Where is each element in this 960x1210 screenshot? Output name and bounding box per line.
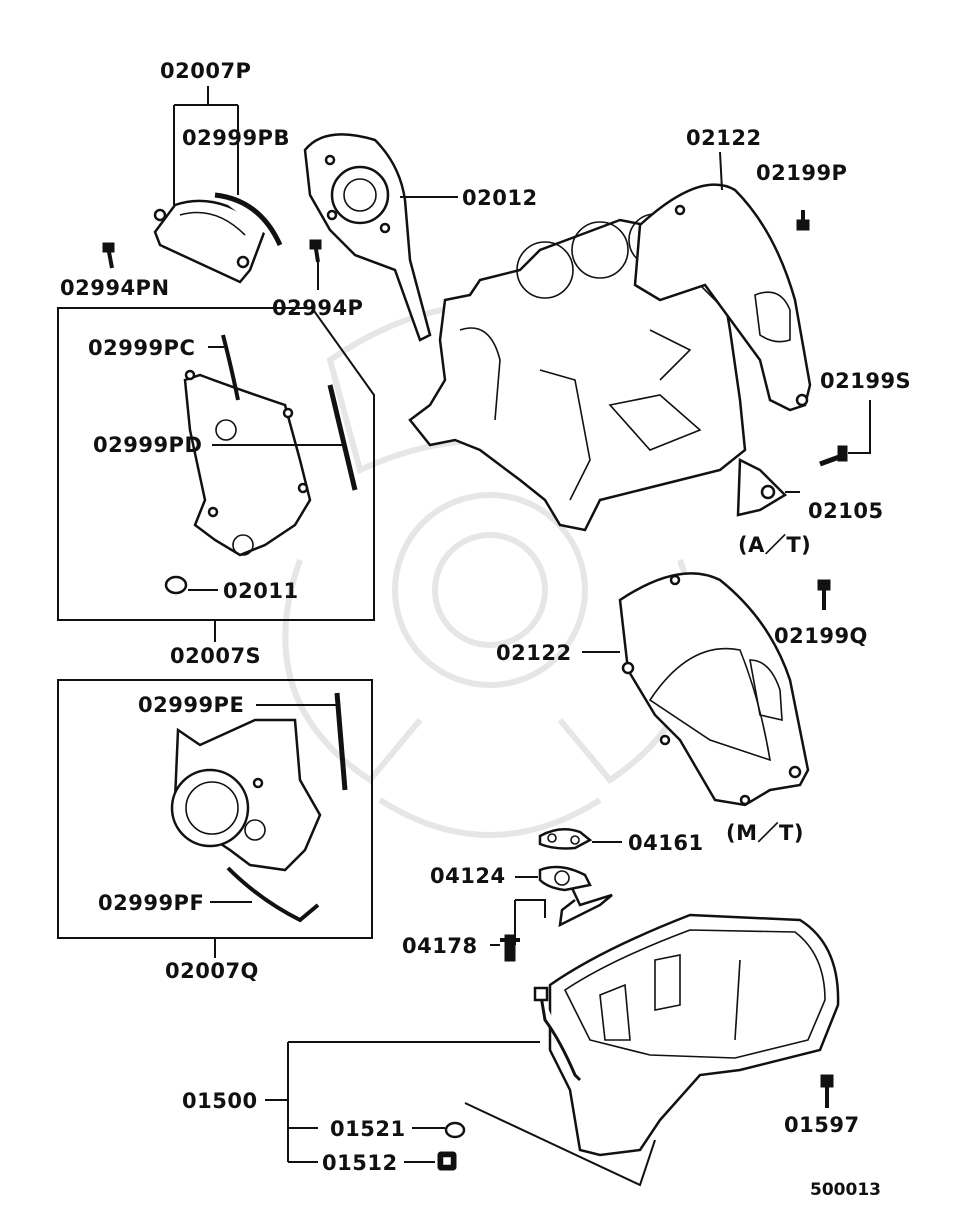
label-mt: (M／T) bbox=[726, 821, 804, 845]
label-04178: 04178 bbox=[402, 934, 478, 958]
label-at: (A／T) bbox=[738, 533, 811, 557]
label-01521: 01521 bbox=[330, 1117, 406, 1141]
label-02199S: 02199S bbox=[820, 369, 911, 393]
label-02122-bottom: 02122 bbox=[496, 641, 572, 665]
diagram-id: 500013 bbox=[810, 1180, 881, 1200]
label-02012: 02012 bbox=[462, 186, 538, 210]
plug-02011 bbox=[164, 575, 188, 595]
label-04124: 04124 bbox=[430, 864, 506, 888]
label-02105: 02105 bbox=[808, 499, 884, 523]
label-02999PD: 02999PD bbox=[93, 433, 202, 457]
label-02199P: 02199P bbox=[756, 161, 847, 185]
label-02199Q: 02199Q bbox=[774, 624, 868, 648]
label-02999PF: 02999PF bbox=[98, 891, 204, 915]
label-02007P: 02007P bbox=[160, 59, 251, 83]
gasket-04161 bbox=[538, 828, 593, 850]
label-04161: 04161 bbox=[628, 831, 704, 855]
cover-02122-at bbox=[633, 183, 812, 412]
label-02999PB: 02999PB bbox=[182, 126, 290, 150]
bolt-02199P bbox=[796, 210, 810, 231]
rear-timing-plate bbox=[303, 133, 432, 342]
lower-cover-q bbox=[170, 718, 322, 872]
lower-cover-s bbox=[183, 369, 312, 557]
label-02999PE: 02999PE bbox=[138, 693, 244, 717]
bolt-04178 bbox=[500, 934, 520, 962]
label-01500: 01500 bbox=[182, 1089, 258, 1113]
drain-plug-01512 bbox=[437, 1151, 457, 1171]
upper-cover-seal bbox=[214, 192, 283, 247]
box-02007S bbox=[57, 307, 375, 621]
label-01512: 01512 bbox=[322, 1151, 398, 1175]
bolt-02994PN bbox=[102, 242, 115, 269]
bolt-02994P bbox=[309, 239, 322, 263]
bolt-01597 bbox=[820, 1074, 834, 1108]
strainer-04124 bbox=[538, 865, 613, 928]
bracket-02105 bbox=[736, 458, 788, 517]
label-02994PN: 02994PN bbox=[60, 276, 170, 300]
label-01597: 01597 bbox=[784, 1113, 860, 1137]
label-02122-top: 02122 bbox=[686, 126, 762, 150]
label-02007Q: 02007Q bbox=[165, 959, 259, 983]
oil-pan-01500 bbox=[533, 913, 840, 1157]
bolt-02199S bbox=[819, 445, 848, 467]
gasket-01521 bbox=[444, 1121, 466, 1139]
cover-02122-mt bbox=[618, 572, 810, 807]
label-02999PC: 02999PC bbox=[88, 336, 195, 360]
bolt-02199Q bbox=[817, 579, 831, 610]
label-02007S: 02007S bbox=[170, 644, 261, 668]
label-02011: 02011 bbox=[223, 579, 299, 603]
